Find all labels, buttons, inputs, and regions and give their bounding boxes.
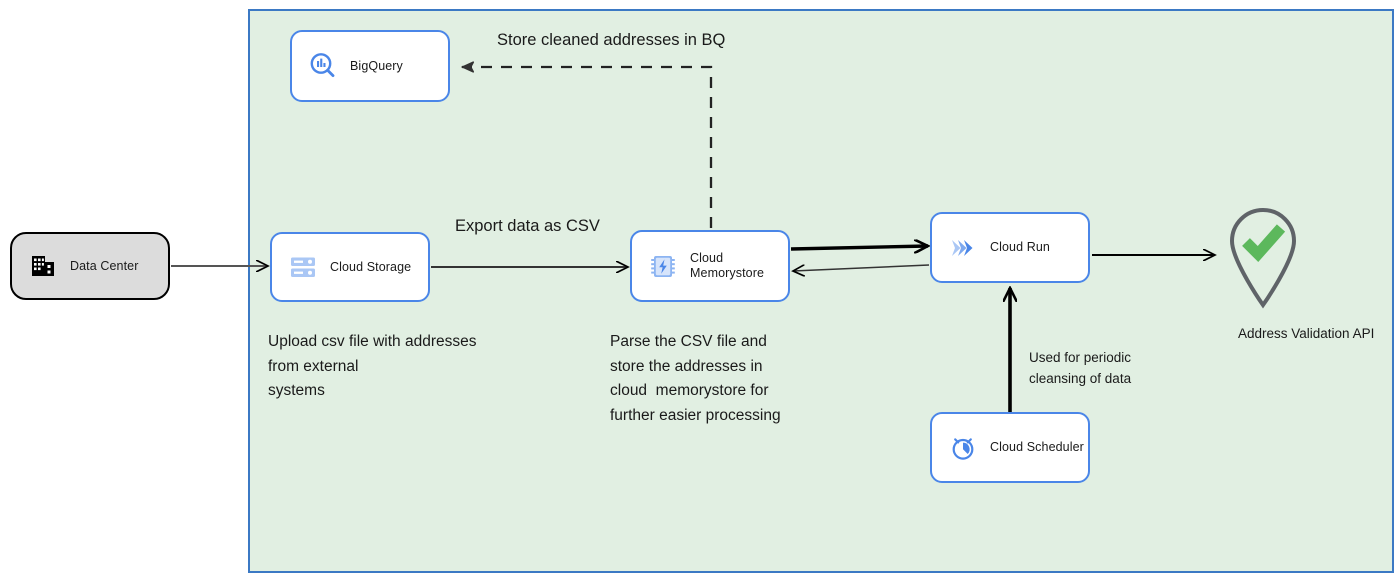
note-parse-csv: Parse the CSV file and store the address… [610, 333, 781, 424]
edge-label-export-csv: Export data as CSV [455, 217, 600, 235]
node-cloud-scheduler[interactable]: Cloud Scheduler [930, 412, 1090, 483]
cloud-run-icon [946, 231, 980, 265]
edge-label-store-in-bq: Store cleaned addresses in BQ [497, 31, 726, 49]
address-validation-api-caption: Address Validation API [1238, 326, 1375, 341]
cloud-scheduler-icon [946, 431, 980, 465]
node-label: Cloud Storage [330, 259, 412, 274]
node-address-validation-api[interactable] [1218, 205, 1308, 310]
cloud-memorystore-icon [646, 249, 680, 283]
node-label: Data Center [70, 258, 139, 273]
note-upload-csv: Upload csv file with addresses from exte… [268, 333, 477, 399]
node-label: Cloud Run [990, 240, 1050, 254]
cloud-storage-icon [286, 250, 320, 284]
node-data-center[interactable]: Data Center [10, 232, 170, 300]
node-label: Cloud Scheduler [990, 440, 1084, 454]
office-building-icon [26, 249, 60, 283]
node-cloud-storage[interactable]: Cloud Storage [270, 232, 430, 302]
bigquery-icon [306, 49, 340, 83]
note-periodic-cleansing: Used for periodic cleansing of data [1029, 350, 1132, 386]
gcp-boundary-container [248, 9, 1394, 573]
map-pin-check-icon [1229, 208, 1297, 309]
node-cloud-run[interactable]: Cloud Run [930, 212, 1090, 283]
node-bigquery[interactable]: BigQuery [290, 30, 450, 102]
node-label: BigQuery [350, 58, 403, 73]
